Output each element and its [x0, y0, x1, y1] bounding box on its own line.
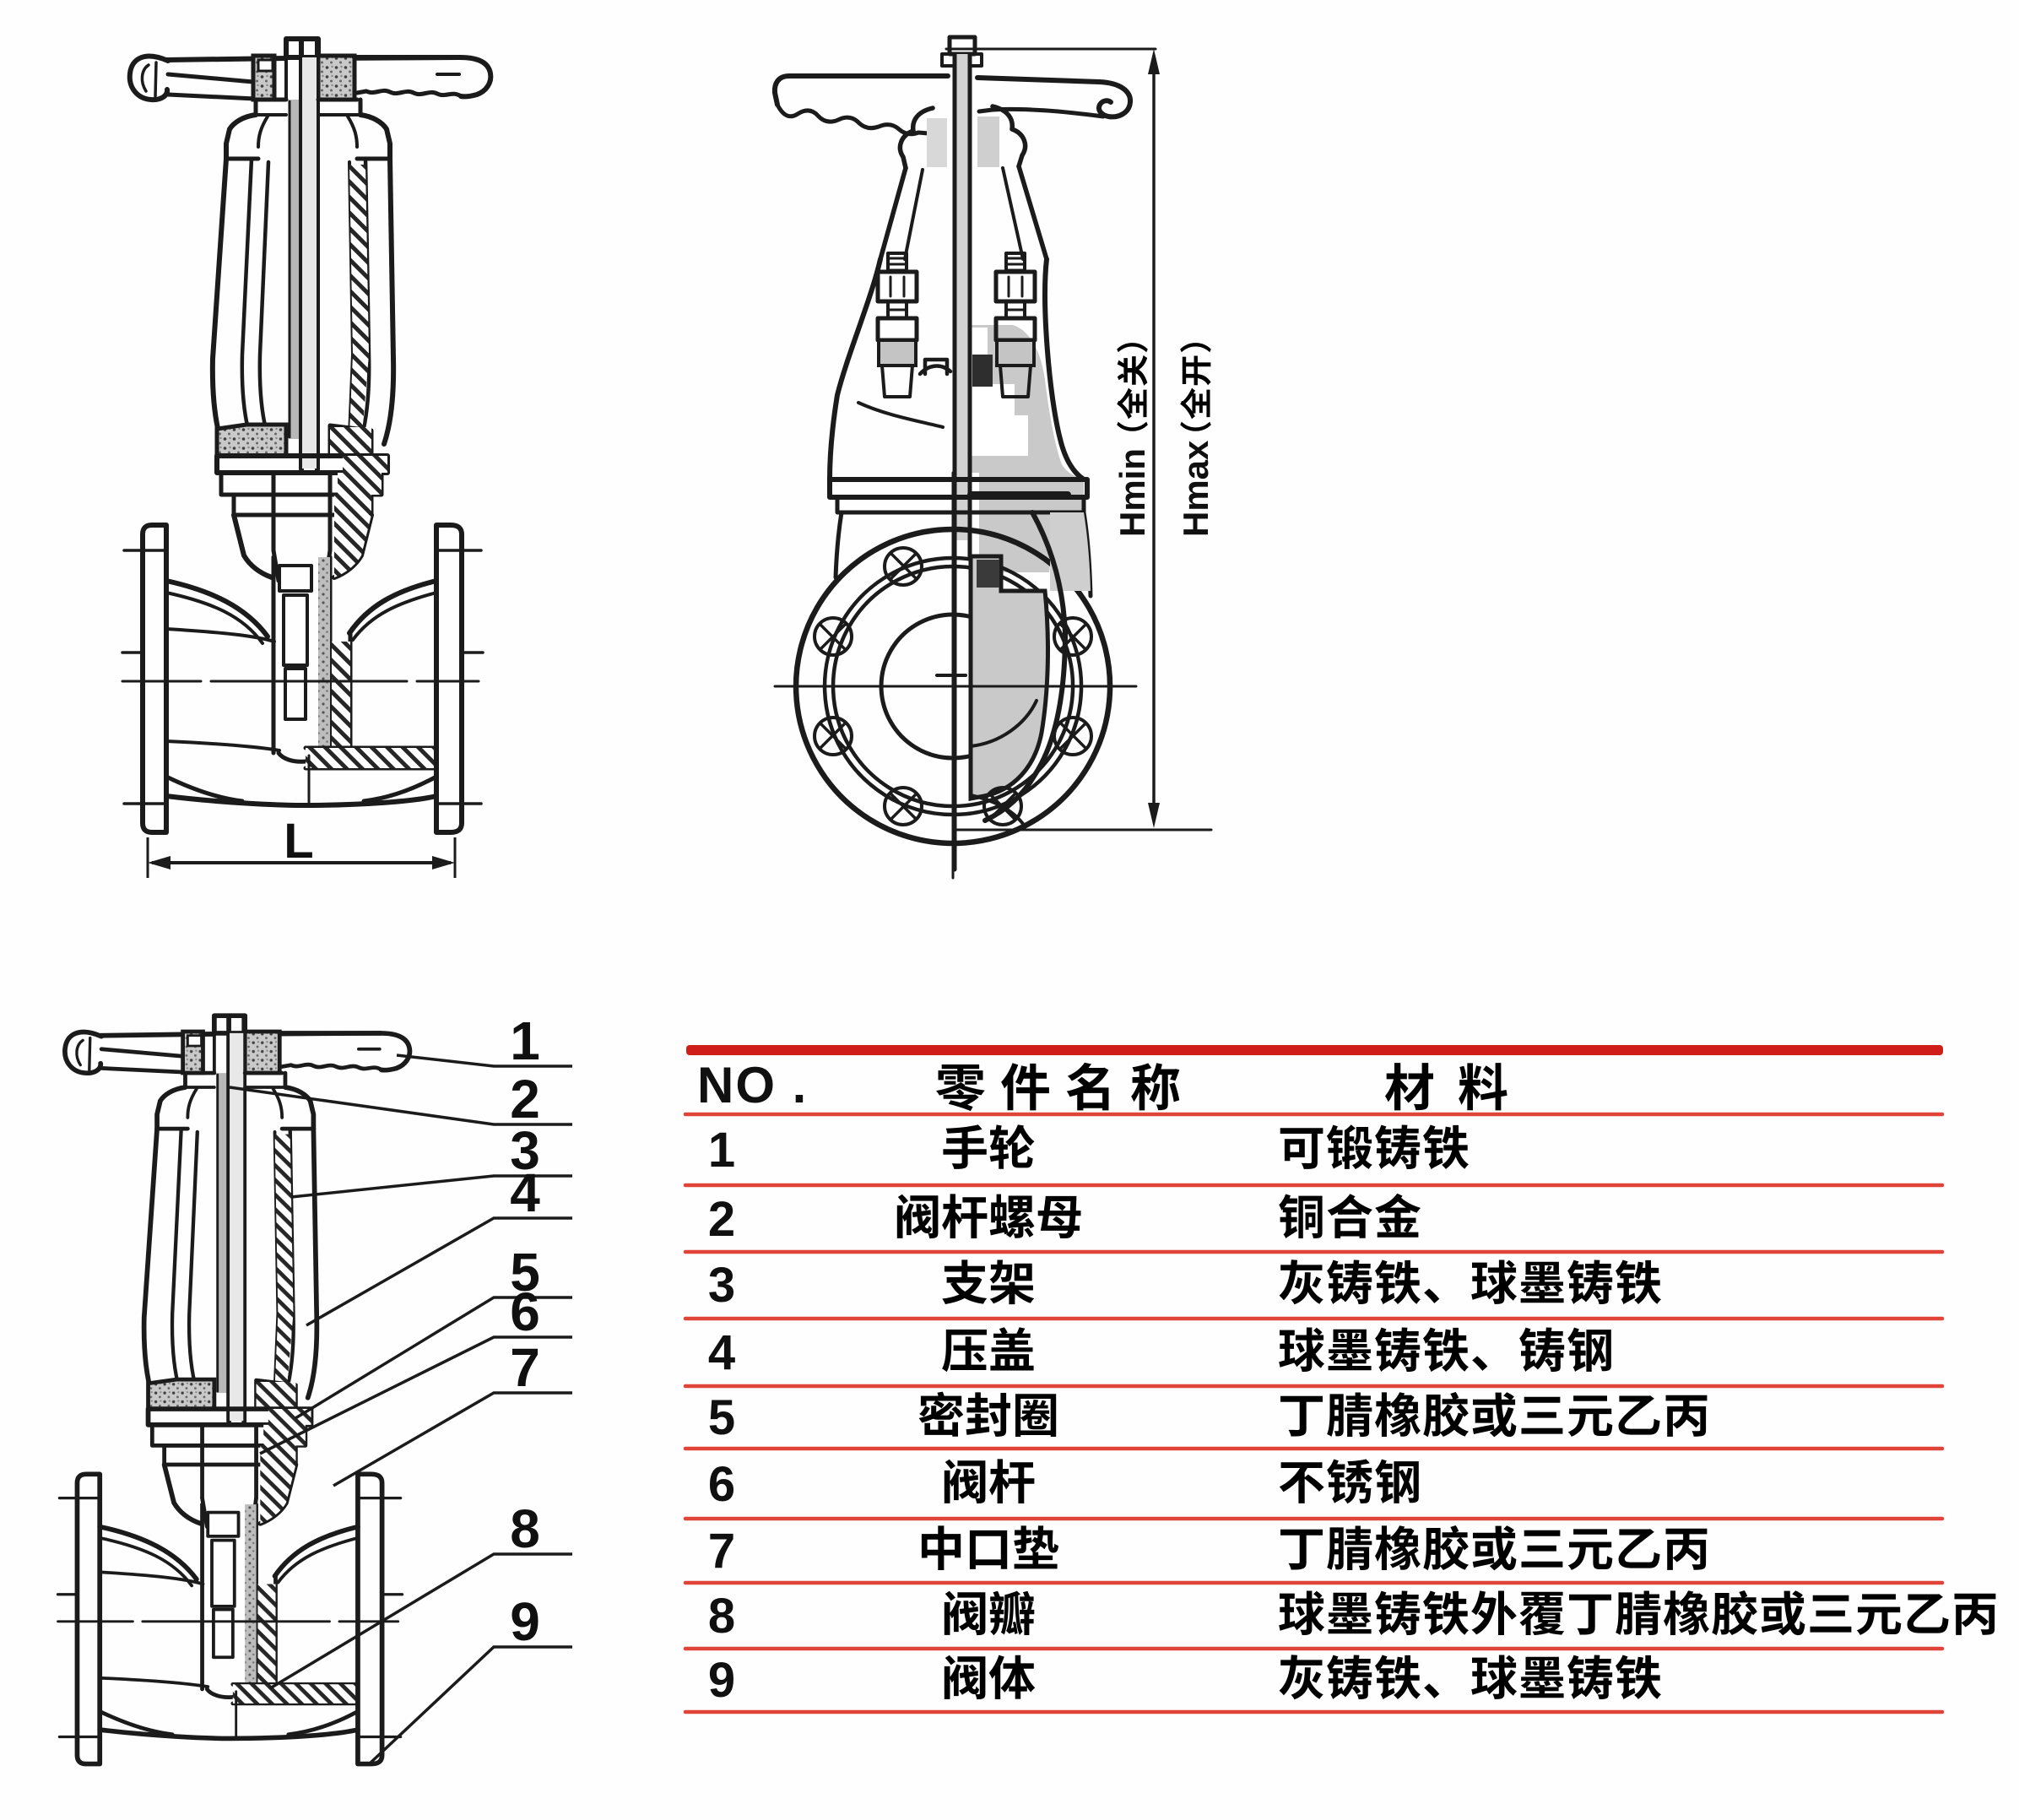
svg-text:8: 8 [510, 1498, 540, 1559]
svg-text:2: 2 [510, 1069, 540, 1129]
svg-text:9: 9 [708, 1653, 735, 1708]
svg-text:4: 4 [510, 1162, 540, 1223]
svg-text:L: L [284, 814, 313, 869]
svg-text:5: 5 [708, 1390, 735, 1445]
svg-text:9: 9 [510, 1591, 540, 1652]
svg-text:2: 2 [708, 1192, 735, 1247]
svg-text:Hmax: Hmax [1176, 440, 1215, 537]
svg-text:Hmin: Hmin [1112, 448, 1152, 537]
svg-text:NO .: NO . [697, 1057, 808, 1113]
svg-text:3: 3 [510, 1120, 540, 1181]
svg-text:4: 4 [708, 1325, 735, 1380]
svg-text:5: 5 [510, 1242, 540, 1303]
svg-text:7: 7 [510, 1337, 540, 1398]
svg-text:6: 6 [708, 1457, 735, 1512]
svg-text:1: 1 [510, 1010, 540, 1071]
svg-text:6: 6 [510, 1281, 540, 1342]
svg-text:8: 8 [708, 1589, 735, 1644]
svg-text:7: 7 [708, 1524, 735, 1579]
svg-text:1: 1 [708, 1123, 735, 1178]
svg-text:3: 3 [708, 1258, 735, 1313]
